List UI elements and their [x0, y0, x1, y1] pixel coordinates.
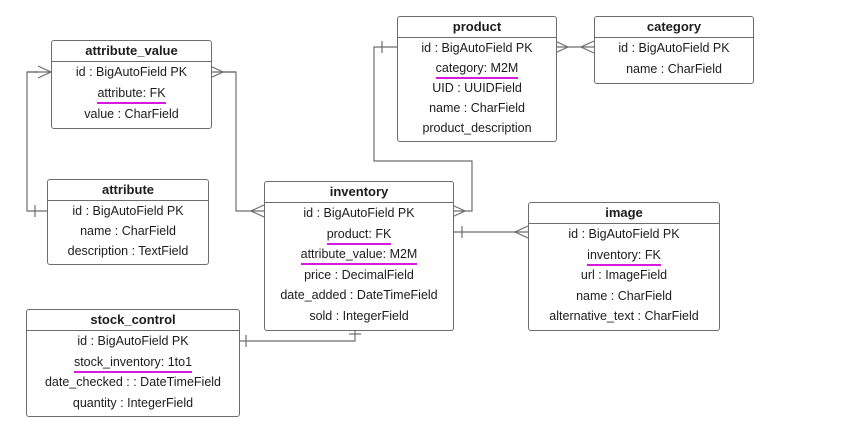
entity-title: attribute_value — [52, 41, 211, 62]
entity-field: attribute_value: M2M — [265, 244, 453, 266]
field-text: id : BigAutoField PK — [75, 65, 188, 79]
entity-title: product — [398, 17, 556, 38]
field-text: date_checked : : DateTimeField — [44, 375, 221, 389]
highlighted-field-text: attribute: FK — [97, 85, 166, 104]
entity-field: description : TextField — [48, 241, 208, 261]
entity-field: name : CharField — [595, 59, 753, 80]
crowfoot-category-side — [579, 40, 595, 54]
field-text: id : BigAutoField PK — [421, 41, 533, 55]
field-text: url : ImageField — [580, 268, 668, 283]
field-text: id : BigAutoField PK — [618, 41, 730, 55]
field-text: id : BigAutoField PK — [568, 227, 680, 241]
entity-field: name : CharField — [529, 286, 719, 307]
entity-field: date_checked : : DateTimeField — [27, 372, 239, 393]
entity-field: url : ImageField — [529, 265, 719, 286]
entity-field: stock_inventory: 1to1 — [27, 352, 239, 373]
entity-title: image — [529, 203, 719, 224]
rel-product-inventory — [373, 46, 473, 212]
rel-attribute-value-inventory — [210, 71, 264, 212]
crowfoot-inventory-av-side — [249, 204, 265, 218]
field-text: price : DecimalField — [304, 267, 414, 282]
field-text: value : CharField — [84, 107, 179, 121]
field-text: id : BigAutoField PK — [72, 204, 184, 218]
field-text: UID : UUIDField — [432, 81, 522, 95]
field-text: alternative_text : CharField — [549, 309, 699, 324]
highlighted-field-text: product: FK — [326, 226, 392, 245]
field-text: id : BigAutoField PK — [77, 334, 189, 348]
entity-title: inventory — [265, 182, 453, 203]
entity-field: id : BigAutoField PK — [529, 224, 719, 245]
entity-field: name : CharField — [398, 98, 556, 118]
entity-field: id : BigAutoField PK — [265, 203, 453, 224]
entity-field: price : DecimalField — [265, 265, 453, 286]
entity-product: product id : BigAutoField PK category: M2M… — [397, 16, 557, 142]
crowfoot-product-side — [554, 40, 570, 54]
highlighted-field-text: stock_inventory: 1to1 — [73, 354, 193, 373]
entity-field: value : CharField — [52, 104, 211, 125]
crowfoot-inventory-product-side — [451, 204, 467, 218]
entity-field: id : BigAutoField PK — [595, 38, 753, 59]
highlighted-field-text: inventory: FK — [587, 247, 661, 266]
entity-field: UID : UUIDField — [398, 78, 556, 98]
crowfoot-av-side — [209, 65, 236, 79]
entity-field: date_added : DateTimeField — [265, 285, 453, 306]
field-text: date_added : DateTimeField — [280, 288, 438, 303]
entity-field: quantity : IntegerField — [27, 393, 239, 414]
field-text: id : BigAutoField PK — [303, 206, 415, 220]
entity-category: category id : BigAutoField PK name : CharF… — [594, 16, 754, 84]
highlighted-field-text: category: M2M — [435, 60, 519, 79]
entity-inventory: inventory id : BigAutoField PK product: FK… — [264, 181, 454, 331]
entity-field: alternative_text : CharField — [529, 306, 719, 327]
highlighted-field-text: attribute_value: M2M — [300, 246, 418, 266]
entity-attribute: attribute id : BigAutoField PK name : Char… — [47, 179, 209, 265]
crowfoot-image — [513, 225, 529, 239]
field-text: product_description — [422, 121, 532, 135]
field-text: name : CharField — [576, 288, 672, 303]
entity-field: sold : IntegerField — [265, 306, 453, 327]
entity-field: category: M2M — [398, 58, 556, 79]
entity-field: id : BigAutoField PK — [48, 201, 208, 221]
entity-field: name : CharField — [48, 221, 208, 241]
field-text: description : TextField — [67, 244, 189, 258]
field-text: name : CharField — [80, 224, 176, 238]
field-text: name : CharField — [626, 62, 722, 76]
entity-title: attribute — [48, 180, 208, 201]
field-text: sold : IntegerField — [309, 308, 409, 323]
entity-field: attribute: FK — [52, 83, 211, 104]
field-text: name : CharField — [429, 101, 525, 115]
entity-field: product_description — [398, 118, 556, 138]
entity-field: id : BigAutoField PK — [52, 62, 211, 83]
entity-title: stock_control — [27, 310, 239, 331]
entity-field: id : BigAutoField PK — [398, 38, 556, 58]
entity-title: category — [595, 17, 753, 38]
rel-attribute-value-attribute — [26, 71, 51, 212]
entity-image: image id : BigAutoField PK inventory: FK ur… — [528, 202, 720, 331]
field-text: quantity : IntegerField — [72, 395, 194, 410]
entity-field: id : BigAutoField PK — [27, 331, 239, 352]
entity-field: inventory: FK — [529, 245, 719, 266]
entity-field: product: FK — [265, 224, 453, 245]
